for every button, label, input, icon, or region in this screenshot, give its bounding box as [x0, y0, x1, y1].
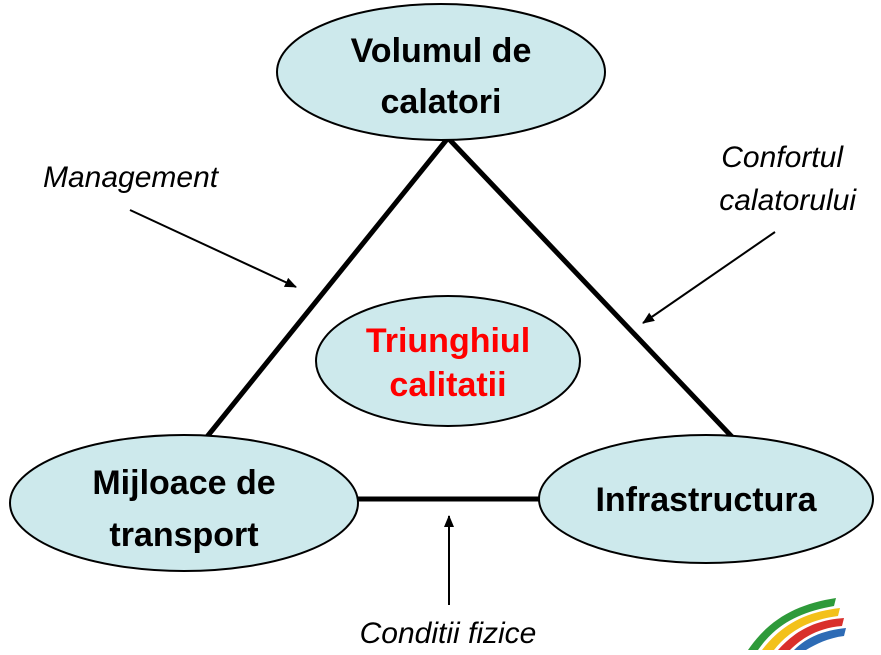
arrow-confort — [642, 231, 776, 324]
node-left-shape — [9, 434, 359, 572]
node-right-line1: Infrastructura — [595, 481, 817, 519]
label-calatorului: calatorului — [719, 184, 857, 217]
arrow-management — [129, 209, 297, 288]
label-conditii-fizice: Conditii fizice — [360, 617, 537, 650]
label-management: Management — [43, 161, 220, 194]
node-top-line2: calatori — [381, 83, 502, 121]
node-infrastructura: Infrastructura — [538, 434, 874, 564]
label-confortul: Confortul — [721, 141, 844, 174]
node-right-shape — [538, 434, 874, 564]
node-center-shape — [315, 295, 581, 427]
node-volumul-de-calatori: Volumul de calatori — [276, 3, 606, 141]
edge-right — [446, 136, 737, 442]
node-top-shape — [276, 3, 606, 141]
node-center-line2: calitatii — [389, 366, 506, 404]
ribbon-logo-icon — [748, 598, 846, 650]
edge-left — [204, 136, 450, 440]
node-triunghiul-calitatii: Triunghiul calitatii — [315, 295, 581, 427]
node-mijloace-de-transport: Mijloace de transport — [9, 434, 359, 572]
node-top-line1: Volumul de — [351, 32, 532, 70]
node-left-line2: transport — [109, 516, 258, 554]
node-left-line1: Mijloace de — [92, 464, 275, 502]
node-center-line1: Triunghiul — [366, 322, 530, 360]
